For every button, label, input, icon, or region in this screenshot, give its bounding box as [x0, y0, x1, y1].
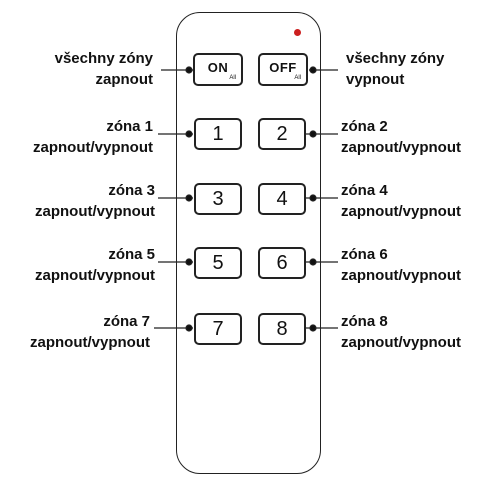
connector-dot-zone-5 [185, 258, 193, 266]
connector-dot-zone-2 [309, 130, 317, 138]
connector-dot-zone-1 [185, 130, 193, 138]
connector-dot-zone-8 [309, 324, 317, 332]
zone-3-button[interactable]: 3 [194, 183, 242, 215]
all-off-label: všechny zóny vypnout [346, 48, 444, 90]
connector-dot-zone-7 [185, 324, 193, 332]
zone-4-label-line-1: zóna 4 [341, 182, 388, 199]
zone-7-label-line-2: zapnout/vypnout [30, 334, 150, 351]
zone-6-label-line-1: zóna 6 [341, 246, 388, 263]
all-off-button-label: OFF [269, 60, 297, 75]
all-off-label-line-2: vypnout [346, 71, 405, 88]
zone-2-button[interactable]: 2 [258, 118, 306, 150]
zone-8-button[interactable]: 8 [258, 313, 306, 345]
zone-3-label-line-1: zóna 3 [108, 182, 155, 199]
zone-8-label: zóna 8 zapnout/vypnout [341, 311, 461, 353]
all-on-label: všechny zóny zapnout [55, 48, 153, 90]
zone-4-button[interactable]: 4 [258, 183, 306, 215]
zone-3-label: zóna 3 zapnout/vypnout [35, 180, 155, 222]
zone-6-label: zóna 6 zapnout/vypnout [341, 244, 461, 286]
all-on-button[interactable]: ON All [193, 53, 243, 86]
zone-6-button[interactable]: 6 [258, 247, 306, 279]
zone-4-label-line-2: zapnout/vypnout [341, 203, 461, 220]
connector-dot-off [309, 66, 317, 74]
connector-dot-zone-6 [309, 258, 317, 266]
all-off-button-sublabel: All [294, 75, 301, 81]
all-on-label-line-2: zapnout [95, 71, 154, 88]
zone-6-label-line-2: zapnout/vypnout [341, 267, 461, 284]
zone-2-label-line-2: zapnout/vypnout [341, 139, 461, 156]
zone-2-label-line-1: zóna 2 [341, 118, 388, 135]
zone-2-label: zóna 2 zapnout/vypnout [341, 116, 461, 158]
zone-8-label-line-1: zóna 8 [341, 313, 388, 330]
all-on-button-sublabel: All [229, 75, 236, 81]
zone-5-button[interactable]: 5 [194, 247, 242, 279]
all-off-button[interactable]: OFF All [258, 53, 308, 86]
zone-1-button[interactable]: 1 [194, 118, 242, 150]
all-off-label-line-1: všechny zóny [346, 50, 445, 67]
zone-1-label-line-2: zapnout/vypnout [33, 139, 153, 156]
all-on-label-line-1: všechny zóny [54, 50, 153, 67]
zone-5-label-line-1: zóna 5 [108, 246, 155, 263]
zone-1-label: zóna 1 zapnout/vypnout [33, 116, 153, 158]
zone-7-label-line-1: zóna 7 [103, 313, 150, 330]
zone-8-label-line-2: zapnout/vypnout [341, 334, 461, 351]
status-led [294, 29, 301, 36]
zone-5-label: zóna 5 zapnout/vypnout [35, 244, 155, 286]
zone-4-label: zóna 4 zapnout/vypnout [341, 180, 461, 222]
connector-dot-on [185, 66, 193, 74]
zone-3-label-line-2: zapnout/vypnout [35, 203, 155, 220]
all-on-button-label: ON [207, 60, 229, 75]
remote-control-body [176, 12, 321, 474]
zone-1-label-line-1: zóna 1 [106, 118, 153, 135]
connector-dot-zone-3 [185, 194, 193, 202]
zone-7-button[interactable]: 7 [194, 313, 242, 345]
zone-7-label: zóna 7 zapnout/vypnout [30, 311, 150, 353]
zone-5-label-line-2: zapnout/vypnout [35, 267, 155, 284]
connector-dot-zone-4 [309, 194, 317, 202]
